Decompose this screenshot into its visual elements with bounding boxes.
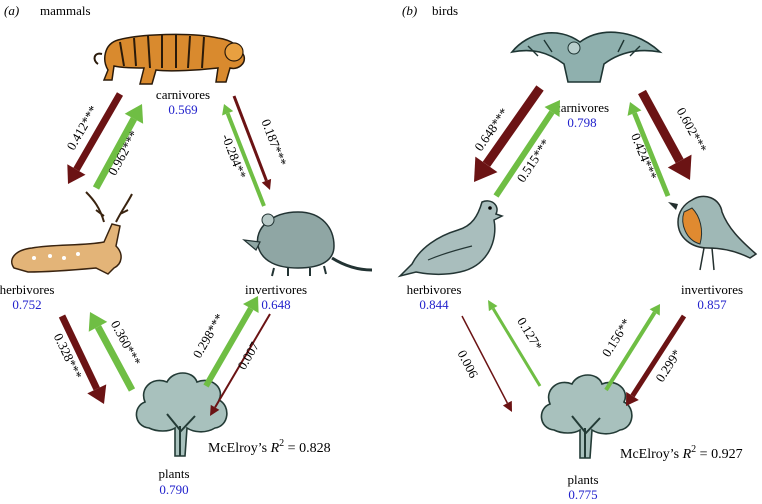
arrowhead-invertivores-to-plants xyxy=(626,391,639,406)
path-arrow-invertivores-to-plants xyxy=(214,313,271,408)
coefficient-label-invertivores-to-carnivores: 0.424*** xyxy=(628,131,660,182)
path-arrow-plants-to-invertivores xyxy=(604,311,657,392)
path-arrow-plants-to-herbivores xyxy=(94,325,136,392)
arrowhead-herbivores-to-carnivores xyxy=(124,104,144,124)
path-arrow-carnivores-to-invertivores xyxy=(638,89,684,164)
coefficient-label-plants-to-herbivores: 0.127* xyxy=(514,314,545,352)
arrowhead-plants-to-invertivores xyxy=(649,304,660,316)
arrows-panel-b: 0.648***0.515***0.424***0.602***0.0060.1… xyxy=(455,85,711,412)
path-arrow-herbivores-to-carnivores xyxy=(92,117,138,190)
path-arrow-carnivores-to-invertivores xyxy=(232,95,268,182)
panel-b-title: birds xyxy=(432,3,458,18)
coefficient-label-herbivores-to-plants: 0.006 xyxy=(455,347,482,380)
eagle-icon xyxy=(510,31,663,83)
arrowhead-carnivores-to-herbivores xyxy=(474,156,498,182)
coefficient-label-carnivores-to-invertivores: 0.187*** xyxy=(258,117,289,168)
tree-icon xyxy=(540,374,633,459)
tiger-icon xyxy=(93,33,246,85)
node-a-carnivores-name: carnivores xyxy=(156,87,210,102)
node-a-plants-value: 0.790 xyxy=(159,482,188,497)
arrowhead-plants-to-herbivores xyxy=(88,312,108,332)
path-arrow-herbivores-to-carnivores xyxy=(493,110,555,198)
node-a-plants-name: plants xyxy=(158,466,189,481)
arrowhead-plants-to-herbivores xyxy=(488,300,498,312)
node-a-invertivores-value: 0.648 xyxy=(261,297,290,312)
coefficient-label-herbivores-to-carnivores: 0.962*** xyxy=(105,128,142,178)
arrowhead-invertivores-to-carnivores xyxy=(627,102,642,116)
path-arrow-plants-to-herbivores xyxy=(491,307,542,387)
dove-icon xyxy=(397,200,504,278)
coefficient-label-invertivores-to-plants: 0.299* xyxy=(652,346,684,384)
node-b-carnivores-name: carnivores xyxy=(555,100,609,115)
node-a-herbivores-value: 0.752 xyxy=(12,297,41,312)
arrowhead-herbivores-to-carnivores xyxy=(544,100,560,117)
node-b-herbivores-name: herbivores xyxy=(407,282,462,297)
path-arrow-herbivores-to-plants xyxy=(58,314,100,391)
arrowhead-carnivores-to-invertivores xyxy=(667,154,692,180)
path-arrow-invertivores-to-carnivores xyxy=(225,112,266,207)
node-b-invertivores-value: 0.857 xyxy=(697,297,727,312)
deer-icon xyxy=(11,191,133,275)
path-arrow-carnivores-to-herbivores xyxy=(482,85,544,167)
path-arrow-invertivores-to-carnivores xyxy=(632,112,671,197)
panel-b-label: (b) xyxy=(402,3,417,18)
node-b-invertivores-name: invertivores xyxy=(681,282,743,297)
coefficient-label-invertivores-to-plants: 0.007 xyxy=(234,339,262,372)
panel-b: (b) birds carnivores 0.798 herbivores 0.… xyxy=(397,3,758,502)
panel-a-title: mammals xyxy=(40,3,91,18)
tree-icon xyxy=(135,372,228,457)
r2-a: McElroy’s R2 = 0.828 xyxy=(208,438,331,456)
arrowhead-plants-to-invertivores xyxy=(243,296,259,313)
arrowhead-carnivores-to-invertivores xyxy=(261,178,272,190)
shrew-icon xyxy=(242,211,373,277)
path-arrow-herbivores-to-plants xyxy=(461,315,509,404)
coefficient-label-carnivores-to-herbivores: 0.648*** xyxy=(471,105,511,154)
arrowhead-herbivores-to-plants xyxy=(87,384,107,404)
arrowhead-invertivores-to-plants xyxy=(210,404,220,416)
node-a-invertivores-name: invertivores xyxy=(245,282,307,297)
coefficient-label-carnivores-to-invertivores: 0.602*** xyxy=(674,105,711,155)
node-b-herbivores-value: 0.844 xyxy=(419,297,449,312)
node-a-carnivores-value: 0.569 xyxy=(168,102,197,117)
path-arrow-carnivores-to-herbivores xyxy=(73,92,124,172)
robin-icon xyxy=(668,195,758,271)
node-b-carnivores-value: 0.798 xyxy=(567,115,596,130)
node-b-plants-value: 0.775 xyxy=(568,487,597,502)
arrowhead-herbivores-to-plants xyxy=(502,400,512,412)
panel-a: (a) mammals carnivores 0.569 herbivores … xyxy=(0,3,373,497)
arrowhead-carnivores-to-herbivores xyxy=(67,164,86,184)
node-a-herbivores-name: herbivores xyxy=(0,282,54,297)
coefficient-label-plants-to-invertivores: 0.298*** xyxy=(189,311,226,361)
panel-a-label: (a) xyxy=(4,3,19,18)
r2-b: McElroy’s R2 = 0.927 xyxy=(620,444,743,462)
node-b-plants-name: plants xyxy=(567,472,598,487)
coefficient-label-carnivores-to-herbivores: 0.412*** xyxy=(63,103,100,153)
path-arrow-plants-to-invertivores xyxy=(203,306,254,388)
arrowhead-invertivores-to-carnivores xyxy=(222,104,234,116)
path-arrow-invertivores-to-plants xyxy=(630,314,687,398)
